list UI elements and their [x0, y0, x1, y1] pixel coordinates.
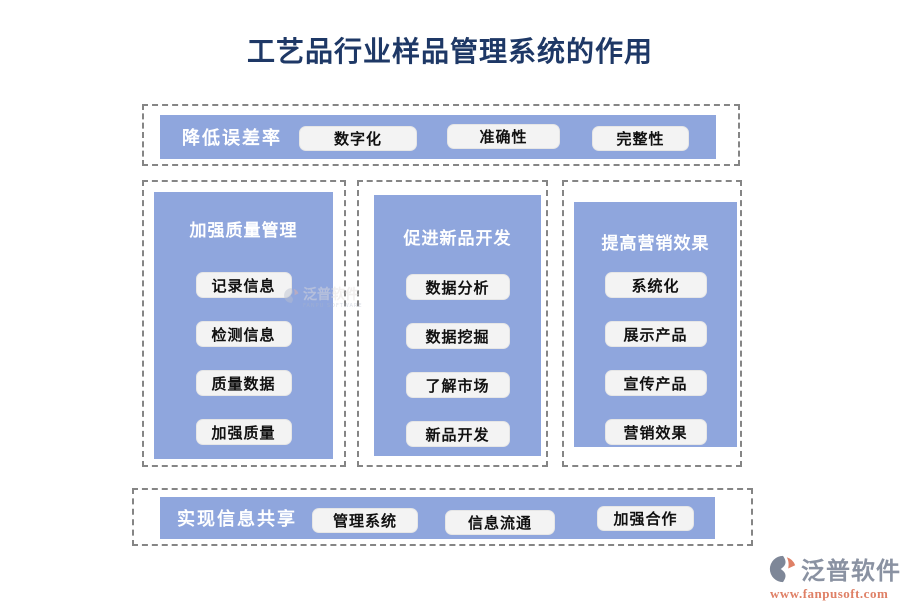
section-new-product: 促进新品开发 数据分析 数据挖掘 了解市场 新品开发	[357, 180, 548, 467]
chip-data-analysis: 数据分析	[405, 274, 510, 300]
reduce-error-label: 降低误差率	[182, 128, 282, 149]
section-marketing: 提高营销效果 系统化 展示产品 宣传产品 营销效果	[562, 180, 742, 467]
section-reduce-error: 降低误差率 数字化 准确性 完整性	[142, 104, 740, 166]
marketing-list: 系统化 展示产品 宣传产品 营销效果	[604, 272, 707, 445]
info-sharing-bar: 实现信息共享 管理系统 信息流通 加强合作	[160, 497, 715, 539]
chip-cooperation: 加强合作	[597, 506, 694, 531]
chip-data-mining: 数据挖掘	[405, 323, 510, 349]
chip-marketing-effect: 营销效果	[604, 419, 707, 445]
chip-inspect-info: 检测信息	[195, 321, 292, 347]
chip-promote-product: 宣传产品	[604, 370, 707, 396]
info-sharing-label: 实现信息共享	[177, 509, 297, 530]
section-quality-management: 加强质量管理 记录信息 检测信息 质量数据 加强质量	[142, 180, 346, 467]
chip-strengthen-quality: 加强质量	[195, 419, 292, 445]
quality-management-list: 记录信息 检测信息 质量数据 加强质量	[195, 272, 292, 445]
reduce-error-bar: 降低误差率 数字化 准确性 完整性	[160, 115, 716, 159]
fanpu-logo-icon	[768, 554, 798, 584]
chip-completeness: 完整性	[592, 126, 689, 151]
chip-display-product: 展示产品	[604, 321, 707, 347]
chip-info-flow: 信息流通	[445, 510, 555, 535]
quality-management-panel: 加强质量管理 记录信息 检测信息 质量数据 加强质量	[154, 192, 333, 459]
page-title: 工艺品行业样品管理系统的作用	[246, 35, 653, 68]
chip-know-market: 了解市场	[405, 372, 510, 398]
chip-systematization: 系统化	[604, 272, 707, 298]
chip-management-system: 管理系统	[312, 508, 418, 533]
quality-management-title: 加强质量管理	[189, 221, 298, 241]
section-info-sharing: 实现信息共享 管理系统 信息流通 加强合作	[132, 488, 753, 546]
new-product-list: 数据分析 数据挖掘 了解市场 新品开发	[405, 274, 510, 447]
chip-record-info: 记录信息	[195, 272, 292, 298]
footer-brand-name: 泛普软件	[801, 557, 900, 585]
footer-logo: 泛普软件 www.fanpusoft.com	[768, 551, 900, 602]
chip-digitization: 数字化	[299, 126, 417, 151]
new-product-title: 促进新品开发	[403, 229, 512, 249]
marketing-panel: 提高营销效果 系统化 展示产品 宣传产品 营销效果	[574, 202, 737, 447]
marketing-title: 提高营销效果	[601, 234, 710, 254]
new-product-panel: 促进新品开发 数据分析 数据挖掘 了解市场 新品开发	[374, 195, 541, 456]
chip-new-product-dev: 新品开发	[405, 421, 510, 447]
chip-quality-data: 质量数据	[195, 370, 292, 396]
footer-brand-url: www.fanpusoft.com	[770, 586, 889, 601]
chip-accuracy: 准确性	[447, 124, 560, 149]
